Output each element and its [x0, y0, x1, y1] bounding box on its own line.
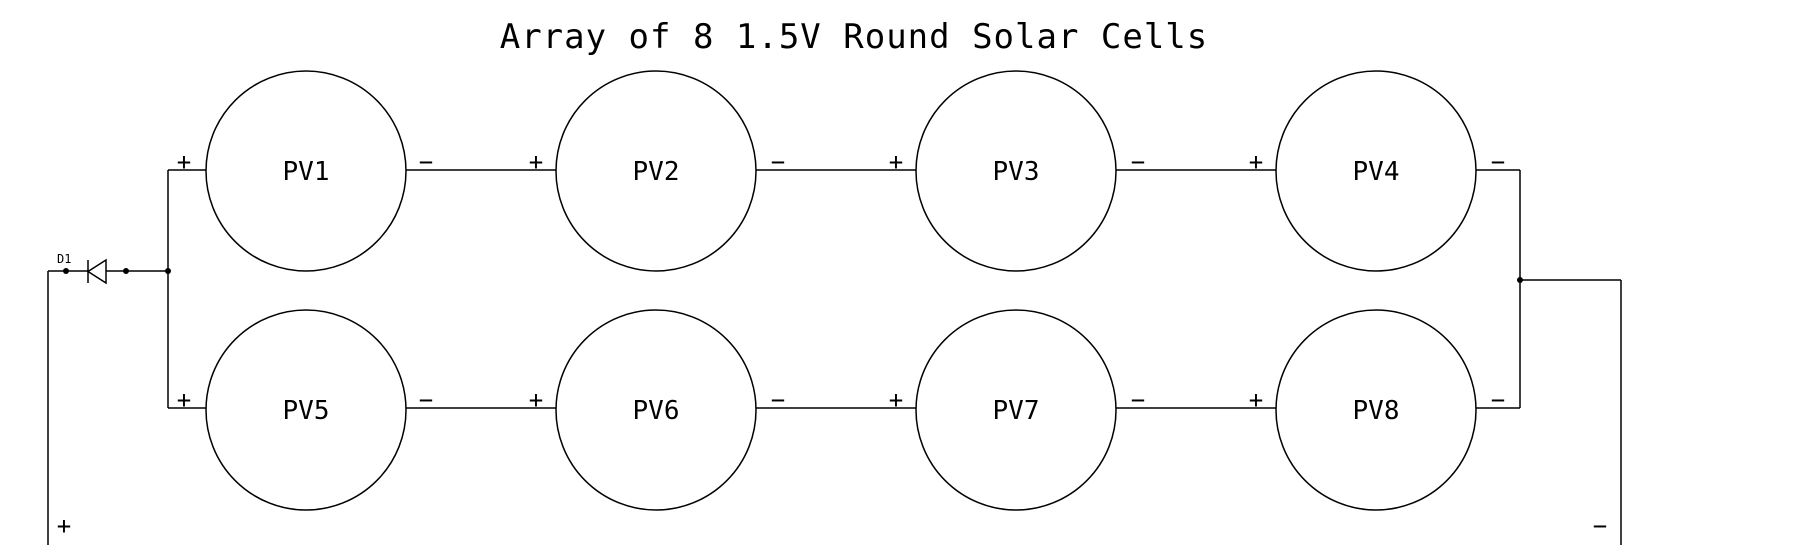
pv6-minus: −	[771, 386, 785, 414]
pv6-plus: +	[529, 386, 543, 414]
pv3-label: PV3	[993, 157, 1040, 187]
pv4-cell[interactable]: PV4	[1275, 70, 1477, 272]
pv8-label: PV8	[1353, 396, 1400, 426]
pv5-minus: −	[419, 386, 433, 414]
pv4-label: PV4	[1353, 157, 1400, 187]
diagram-title: Array of 8 1.5V Round Solar Cells	[500, 17, 1209, 57]
pv7-cell[interactable]: PV7	[915, 309, 1117, 511]
junction-dot-diode-cathode	[123, 268, 129, 274]
pv2-label: PV2	[633, 157, 680, 187]
pv8-cell[interactable]: PV8	[1275, 309, 1477, 511]
pv6-circle	[555, 309, 757, 511]
pv4-plus: +	[1249, 148, 1263, 176]
diode-triangle	[86, 258, 107, 285]
pv8-minus: −	[1491, 386, 1505, 414]
pv8-plus: +	[1249, 386, 1263, 414]
pv6-label: PV6	[633, 396, 680, 426]
output-minus: −	[1593, 512, 1607, 540]
wires	[47, 169, 1622, 545]
pv1-label: PV1	[283, 157, 330, 187]
pv3-circle	[915, 70, 1117, 272]
pv2-minus: −	[771, 148, 785, 176]
pv2-plus: +	[529, 148, 543, 176]
pv1-cell[interactable]: PV1	[205, 70, 407, 272]
pv7-plus: +	[889, 386, 903, 414]
pv5-plus: +	[177, 386, 191, 414]
junction-dot-left	[165, 268, 171, 274]
pv3-cell[interactable]: PV3	[915, 70, 1117, 272]
pv5-label: PV5	[283, 396, 330, 426]
pv7-label: PV7	[993, 396, 1040, 426]
pv7-circle	[915, 309, 1117, 511]
pv8-circle	[1275, 309, 1477, 511]
pv1-minus: −	[419, 148, 433, 176]
pv6-cell[interactable]: PV6	[555, 309, 757, 511]
pv3-minus: −	[1131, 148, 1145, 176]
pv5-circle	[205, 309, 407, 511]
diode-label: D1	[57, 252, 71, 266]
output-plus: +	[57, 512, 71, 540]
pv7-minus: −	[1131, 386, 1145, 414]
pv1-plus: +	[177, 148, 191, 176]
diode-d1[interactable]: D1	[57, 252, 107, 285]
polarity-markers: + − + − + − + − + − + − + − + − + −	[57, 148, 1607, 540]
junction-dot-diode-anode	[63, 268, 69, 274]
pv4-circle	[1275, 70, 1477, 272]
junction-dot-right	[1517, 277, 1523, 283]
pv4-minus: −	[1491, 148, 1505, 176]
pv2-cell[interactable]: PV2	[555, 70, 757, 272]
pv5-cell[interactable]: PV5	[205, 309, 407, 511]
pv1-circle	[205, 70, 407, 272]
pv3-plus: +	[889, 148, 903, 176]
pv2-circle	[555, 70, 757, 272]
